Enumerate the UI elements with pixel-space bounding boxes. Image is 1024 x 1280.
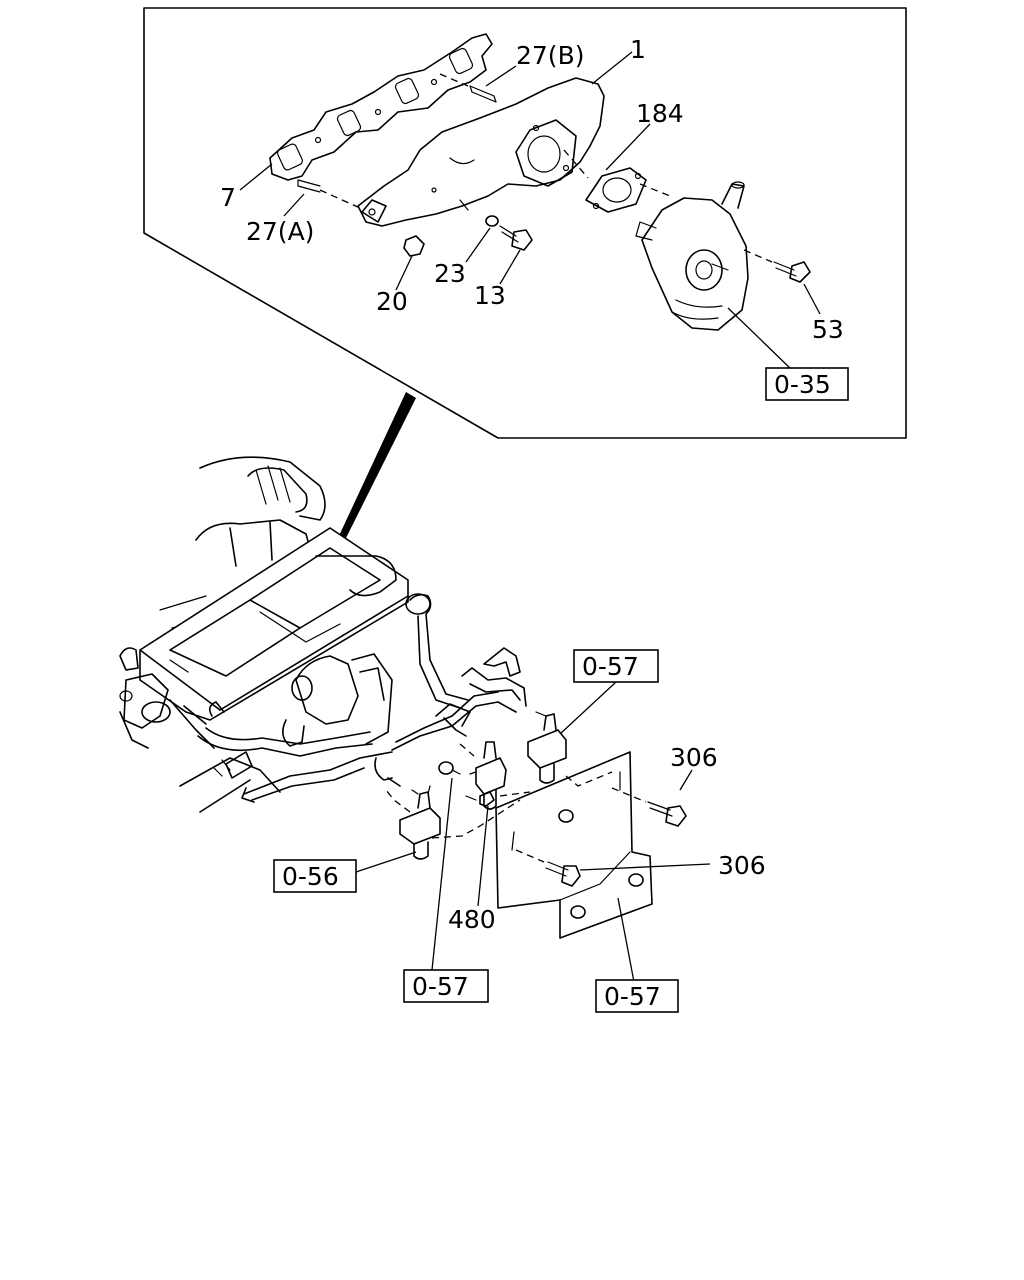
part-label-20: 20 <box>376 287 408 316</box>
bolt-53 <box>743 249 811 283</box>
exhaust-manifold-1 <box>357 77 605 227</box>
part-label-53: 53 <box>812 315 844 344</box>
ref-label-0-57-top: 0-57 <box>582 652 639 681</box>
part-label-184: 184 <box>636 99 684 128</box>
inset-frame <box>143 7 907 439</box>
ref-box-0-57-middle[interactable] <box>403 969 489 1003</box>
part-label-27a: 27(A) <box>246 217 314 246</box>
part-label-13: 13 <box>474 281 506 310</box>
clip-0-57 <box>438 761 461 775</box>
bolt-306-lower <box>515 849 581 887</box>
ref-box-0-57-top[interactable] <box>573 649 659 683</box>
ref-box-0-57-bottom[interactable] <box>595 979 679 1013</box>
part-label-1: 1 <box>630 35 646 64</box>
solenoid-bracket <box>431 743 653 939</box>
stud-27b <box>439 73 497 103</box>
screw-480 <box>465 791 495 807</box>
part-label-7: 7 <box>220 183 236 212</box>
solenoid-valve-right <box>527 711 567 784</box>
part-labels: 1 27(B) 184 7 27(A) 23 13 20 53 306 306 … <box>220 35 844 934</box>
ref-label-0-57-bottom: 0-57 <box>604 982 661 1011</box>
part-label-480: 480 <box>448 905 496 934</box>
ref-box-0-35[interactable] <box>765 367 849 401</box>
gasket-184 <box>585 167 647 213</box>
detail-inset <box>143 7 907 570</box>
gasket-7 <box>269 33 493 181</box>
part-label-27b: 27(B) <box>516 41 584 70</box>
bolt-306-upper <box>611 787 687 827</box>
bolt-13 <box>499 225 533 251</box>
solenoid-valve-left <box>385 785 441 860</box>
leader-lines <box>239 51 821 983</box>
part-label-23: 23 <box>434 259 466 288</box>
flange-axis <box>563 149 671 197</box>
solenoid-valve-middle <box>469 741 507 810</box>
inset-pointer <box>324 392 416 570</box>
washer-23 <box>485 215 499 227</box>
ref-label-0-35: 0-35 <box>774 370 831 399</box>
valve-assembly <box>635 181 749 331</box>
stud-27a <box>297 179 361 209</box>
reference-boxes: 0-35 0-57 0-56 0-57 0-57 <box>273 367 849 1013</box>
ref-box-0-56[interactable] <box>273 859 357 893</box>
ref-label-0-56: 0-56 <box>282 862 339 891</box>
engine-illustration <box>119 456 527 813</box>
part-label-306-lower: 306 <box>718 851 766 880</box>
part-label-306-upper: 306 <box>670 743 718 772</box>
nut-20 <box>403 235 425 257</box>
ref-label-0-57-middle: 0-57 <box>412 972 469 1001</box>
